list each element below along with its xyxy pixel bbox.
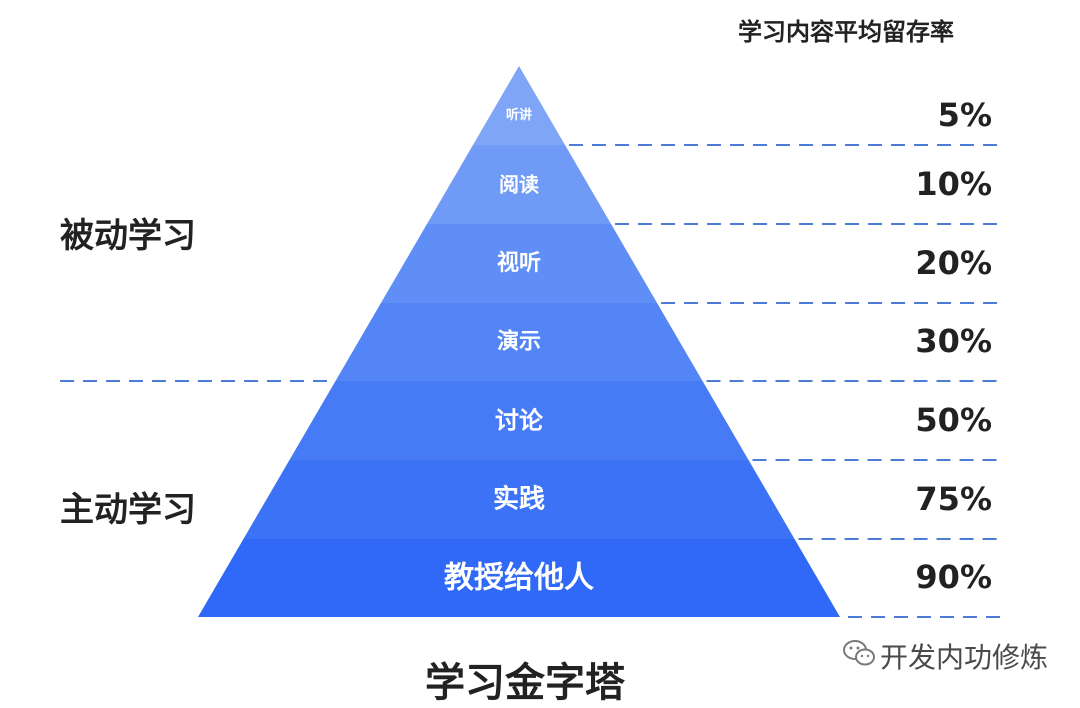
wechat-icon (843, 640, 875, 666)
retention-rate: 30% (915, 322, 992, 360)
retention-header: 学习内容平均留存率 (738, 18, 954, 46)
retention-rate: 20% (915, 243, 992, 282)
tier-label: 实践 (493, 484, 545, 515)
retention-rate: 50% (915, 400, 992, 439)
tier-label: 听讲 (506, 107, 532, 123)
retention-rate: 75% (915, 479, 992, 518)
active-learning-label: 主动学习 (60, 490, 196, 530)
tier-label: 教授给他人 (444, 561, 594, 596)
passive-learning-label: 被动学习 (60, 216, 196, 256)
pyramid-tier (380, 224, 658, 303)
tier-label: 演示 (497, 329, 541, 355)
diagram-title: 学习金字塔 (425, 660, 625, 706)
tier-label: 视听 (497, 250, 541, 276)
tier-label: 讨论 (495, 407, 544, 435)
pyramid-tier (472, 66, 566, 145)
tier-label: 阅读 (499, 173, 539, 197)
retention-rate: 90% (915, 558, 992, 596)
pyramid-tier (335, 303, 703, 381)
watermark-text: 开发内功修炼 (880, 641, 1049, 674)
pyramid-tier (426, 145, 612, 224)
retention-rate: 10% (915, 164, 992, 203)
pyramid-tier (243, 460, 795, 539)
retention-rate: 5% (937, 95, 992, 134)
pyramid-tier (198, 539, 840, 617)
pyramid-tier (289, 381, 749, 460)
